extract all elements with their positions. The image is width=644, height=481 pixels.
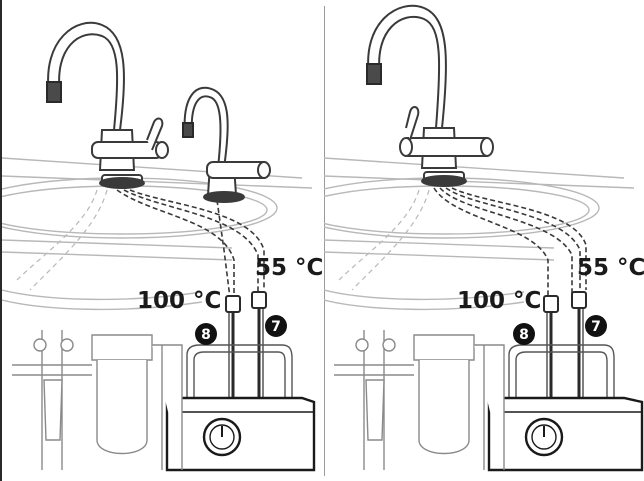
- boiling-temp-label: 100 °C: [137, 288, 221, 314]
- boiling-water-tap: [182, 86, 271, 203]
- callout-hot-hose: 8: [519, 327, 529, 343]
- hose-connectors: [225, 291, 267, 405]
- under-sink-plumbing: [334, 330, 505, 470]
- mixer-tap: [46, 21, 169, 189]
- hidden-hoses: [433, 187, 587, 300]
- hidden-hoses: [116, 189, 265, 300]
- panel-two-taps-labels: 55 °C 100 °C 8 7: [137, 255, 323, 345]
- panel-combined-tap-drawing: [324, 4, 644, 472]
- callout-badge-warm: [265, 315, 287, 337]
- cold-water-pipe: [508, 344, 615, 405]
- callout-badge-hot: [513, 323, 535, 345]
- combined-tap: [366, 4, 494, 187]
- worktop-lines: [324, 157, 635, 261]
- callout-badge-hot: [195, 323, 217, 345]
- panel-combined-tap-labels: 55 °C 100 °C 8 7: [457, 255, 644, 345]
- callout-badge-warm: [585, 315, 607, 337]
- boiling-temp-label: 100 °C: [457, 288, 541, 314]
- panel-combined-tap: 55 °C 100 °C 8 7: [324, 0, 644, 481]
- cold-water-pipe: [186, 344, 293, 405]
- hidden-drain-lines: [16, 189, 108, 291]
- water-heater: [165, 396, 316, 472]
- under-sink-plumbing: [12, 330, 183, 470]
- callout-warm-hose: 7: [271, 319, 281, 335]
- panel-two-taps: 55 °C 100 °C 8 7: [2, 0, 324, 481]
- panel-divider: [324, 6, 325, 476]
- warm-temp-label: 55 °C: [577, 255, 644, 281]
- callout-hot-hose: 8: [201, 327, 211, 343]
- hose-connectors: [543, 291, 587, 405]
- warm-temp-label: 55 °C: [255, 255, 323, 281]
- callout-warm-hose: 7: [591, 319, 601, 335]
- panel-two-taps-drawing: [2, 21, 316, 472]
- hidden-drain-lines: [338, 189, 430, 291]
